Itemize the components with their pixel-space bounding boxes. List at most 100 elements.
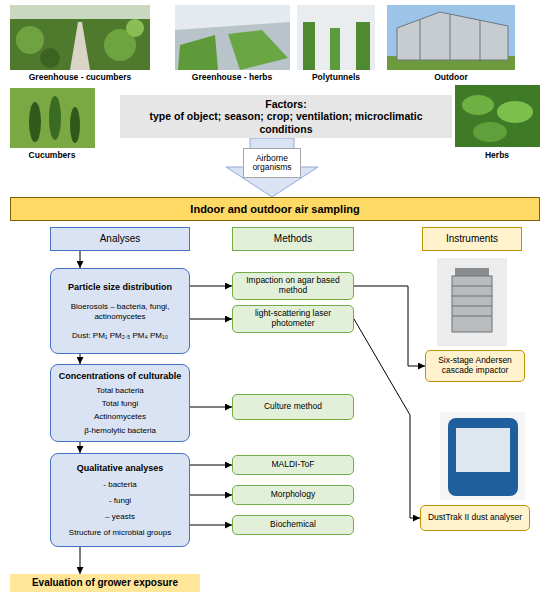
method-box: Biochemical — [232, 515, 354, 535]
box-text: - bacteria — [103, 480, 136, 489]
factors-box: Factors:type of object; season; crop; ve… — [120, 95, 452, 138]
photo-andersen-impactor — [437, 258, 507, 346]
photo-device — [448, 418, 518, 496]
box-text: Impaction on agar based method — [237, 276, 349, 296]
photo-caption: Greenhouse - cucumbers — [29, 72, 132, 82]
connector-arrow — [190, 407, 232, 408]
box-text: Total bacteria — [96, 386, 144, 395]
connector-arrow — [80, 442, 81, 453]
photo-aisle — [70, 22, 90, 70]
photo-leaf — [462, 95, 494, 115]
box-heading: Qualitative analyses — [77, 463, 164, 473]
box-text: Biochemical — [270, 520, 316, 530]
photo-bg — [455, 85, 540, 147]
column-header: Methods — [232, 227, 354, 251]
box-text: type of object; season; crop; ventilatio… — [124, 110, 448, 134]
photo-stage-line — [452, 286, 492, 287]
photo-stage-line — [452, 306, 492, 307]
photo-plants — [303, 22, 315, 70]
connector-arrow — [190, 465, 232, 466]
box-text: Methods — [274, 233, 312, 245]
photo-greenhouse-cucumbers — [10, 5, 150, 70]
photo-herbs — [455, 85, 540, 147]
photo-bg — [437, 258, 507, 346]
connector-arrow — [80, 251, 81, 268]
box-heading: Concentrations of culturable — [59, 371, 182, 381]
photo-roof — [175, 5, 290, 30]
photo-leaf — [497, 101, 533, 123]
method-box: Morphology — [232, 485, 354, 505]
photo-screen — [456, 428, 510, 472]
analysis-box: Particle size distributionBioerosols – b… — [50, 268, 190, 354]
photo-cucumbers — [10, 88, 95, 148]
photo-frame — [480, 20, 481, 60]
photo-outdoor — [387, 5, 515, 70]
photo-bg — [10, 88, 95, 148]
analysis-box: Concentrations of culturableTotal bacter… — [50, 364, 190, 442]
box-text: Morphology — [271, 490, 315, 500]
box-text: Dust: PM₁ PM₂.₅ PM₄ PM₁₀ — [72, 331, 168, 340]
photo-polytunnels — [297, 5, 375, 70]
box-text: DustTrak II dust analyser — [428, 513, 522, 523]
column-header: Instruments — [422, 227, 522, 251]
photo-cucumber — [49, 96, 61, 140]
box-heading: Particle size distribution — [68, 282, 172, 292]
box-text: Bioerosols – bacteria, fungi, actinomyce… — [55, 302, 185, 320]
photo-caption: Outdoor — [434, 72, 468, 82]
instrument-box: Six-stage Andersen cascade impactor — [425, 350, 525, 382]
photo-plants — [330, 28, 340, 70]
photo-caption: Cucumbers — [29, 150, 76, 160]
photo-leaf — [473, 122, 507, 142]
photo-leaf — [16, 26, 44, 54]
result-box: Evaluation of grower exposure — [10, 574, 200, 592]
photo-dusttrak — [440, 412, 525, 500]
box-text: β-hemolytic bacteria — [84, 426, 156, 435]
method-box: light-scattering laser photometer — [232, 305, 354, 333]
photo-leaf — [126, 19, 144, 37]
box-text: Factors: — [265, 98, 306, 110]
sampling-band: Indoor and outdoor air sampling — [10, 197, 540, 221]
connector-arrow — [190, 319, 232, 320]
connector-arrow — [190, 495, 232, 496]
photo-impactor-body — [452, 276, 492, 332]
edge-label: Airborne organisms — [243, 148, 301, 178]
method-box: MALDI-ToF — [232, 455, 354, 475]
connector-arrow — [354, 286, 425, 366]
photo-sky — [387, 5, 515, 70]
connector-arrow — [354, 319, 420, 518]
box-text: Six-stage Andersen cascade impactor — [430, 356, 520, 376]
photo-cucumber — [29, 102, 41, 142]
photo-greenhouse — [397, 12, 508, 60]
photo-stage-line — [452, 316, 492, 317]
block-arrow — [226, 138, 318, 197]
photo-stage-line — [452, 296, 492, 297]
box-text: Evaluation of grower exposure — [32, 577, 178, 589]
photo-bg — [297, 5, 375, 70]
box-text: Instruments — [446, 233, 498, 245]
photo-caption: Greenhouse - herbs — [192, 72, 272, 82]
photo-frame — [450, 14, 451, 60]
box-text: – yeasts — [105, 512, 135, 521]
photo-frame — [420, 20, 421, 60]
box-text: light-scattering laser photometer — [237, 309, 349, 329]
box-text: Structure of microbial groups — [69, 528, 171, 537]
instrument-box: DustTrak II dust analyser — [420, 505, 530, 531]
box-text: Culture method — [264, 402, 322, 412]
box-text: Analyses — [100, 233, 141, 245]
photo-caption: Herbs — [485, 150, 509, 160]
box-text: Indoor and outdoor air sampling — [190, 203, 359, 216]
photo-leaf — [40, 48, 60, 68]
method-box: Impaction on agar based method — [232, 272, 354, 300]
connector-arrow — [190, 525, 232, 526]
connector-arrow — [80, 354, 81, 364]
column-header: Analyses — [50, 227, 190, 251]
connector-arrow — [190, 286, 232, 287]
analysis-box: Qualitative analyses- bacteria- fungi– y… — [50, 453, 190, 547]
photo-caption: Polytunnels — [312, 72, 360, 82]
photo-bench — [178, 35, 218, 70]
photo-plants — [356, 22, 370, 70]
box-text: Total fungi — [102, 399, 138, 408]
connector-arrow — [80, 547, 81, 574]
method-box: Culture method — [232, 394, 354, 420]
